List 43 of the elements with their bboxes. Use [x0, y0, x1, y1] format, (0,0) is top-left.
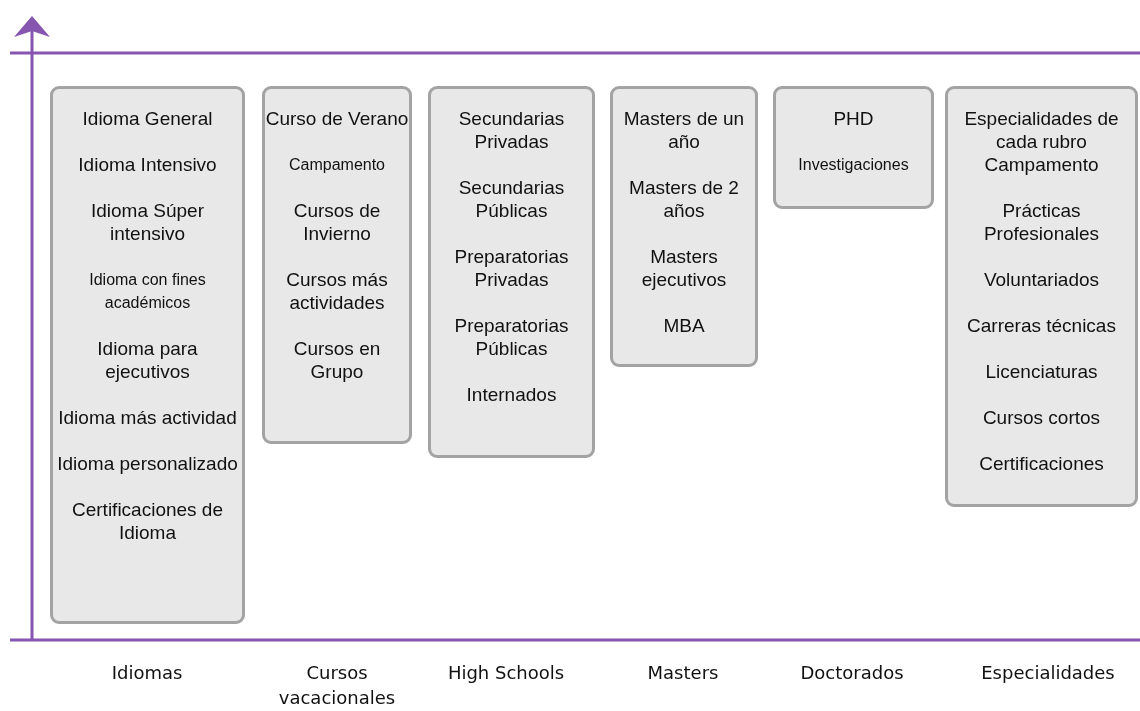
list-item: Idioma con fines académicos	[88, 270, 207, 313]
category-label: Masters	[646, 661, 720, 685]
list-item: Certificaciones de Idioma	[71, 498, 224, 544]
list-box	[945, 86, 1138, 507]
list-item: Prácticas Profesionales	[982, 199, 1101, 245]
list-item: Idioma Intensivo	[78, 153, 217, 176]
list-item: Idioma General	[82, 107, 213, 130]
list-item: Voluntariados	[983, 268, 1100, 291]
list-item: Preparatorias Privadas	[453, 245, 570, 291]
list-item: Cursos de Invierno	[292, 199, 382, 245]
category-label: High Schools	[446, 661, 566, 685]
list-item: Masters de un año	[622, 107, 746, 153]
list-item: Curso de Verano	[265, 107, 409, 130]
category-label: Doctorados	[799, 661, 905, 685]
category-label: Especialidades	[980, 661, 1116, 685]
list-item: Masters ejecutivos	[640, 245, 728, 291]
list-item: Secundarias Públicas	[457, 176, 566, 222]
list-box	[610, 86, 758, 367]
list-item: Carreras técnicas	[967, 314, 1116, 337]
list-item: PHD	[833, 107, 874, 130]
list-box	[428, 86, 595, 458]
list-item: Cursos más actividades	[285, 268, 389, 314]
category-label: Idiomas	[110, 661, 184, 685]
list-item: Campamento	[288, 155, 385, 175]
category-label: Cursos vacacionales	[277, 661, 397, 710]
list-item: Idioma Súper intensivo	[90, 199, 205, 245]
list-item: MBA	[663, 314, 705, 337]
list-item: Especialidades de cada rubro Campamento	[963, 107, 1120, 176]
list-item: Idioma personalizado	[57, 452, 238, 475]
list-box	[773, 86, 934, 209]
list-box	[50, 86, 245, 624]
list-item: Cursos en Grupo	[292, 337, 382, 383]
list-box	[262, 86, 412, 444]
list-item: Masters de 2 años	[628, 176, 740, 222]
list-item: Idioma para ejecutivos	[96, 337, 199, 383]
list-item: Licenciaturas	[985, 360, 1098, 383]
list-item: Preparatorias Públicas	[453, 314, 570, 360]
list-item: Investigaciones	[798, 155, 909, 175]
list-item: Internados	[466, 383, 557, 406]
list-item: Idioma más actividad	[58, 406, 237, 429]
list-item: Secundarias Privadas	[457, 107, 566, 153]
list-item: Certificaciones	[979, 452, 1104, 475]
list-item: Cursos cortos	[982, 406, 1101, 429]
